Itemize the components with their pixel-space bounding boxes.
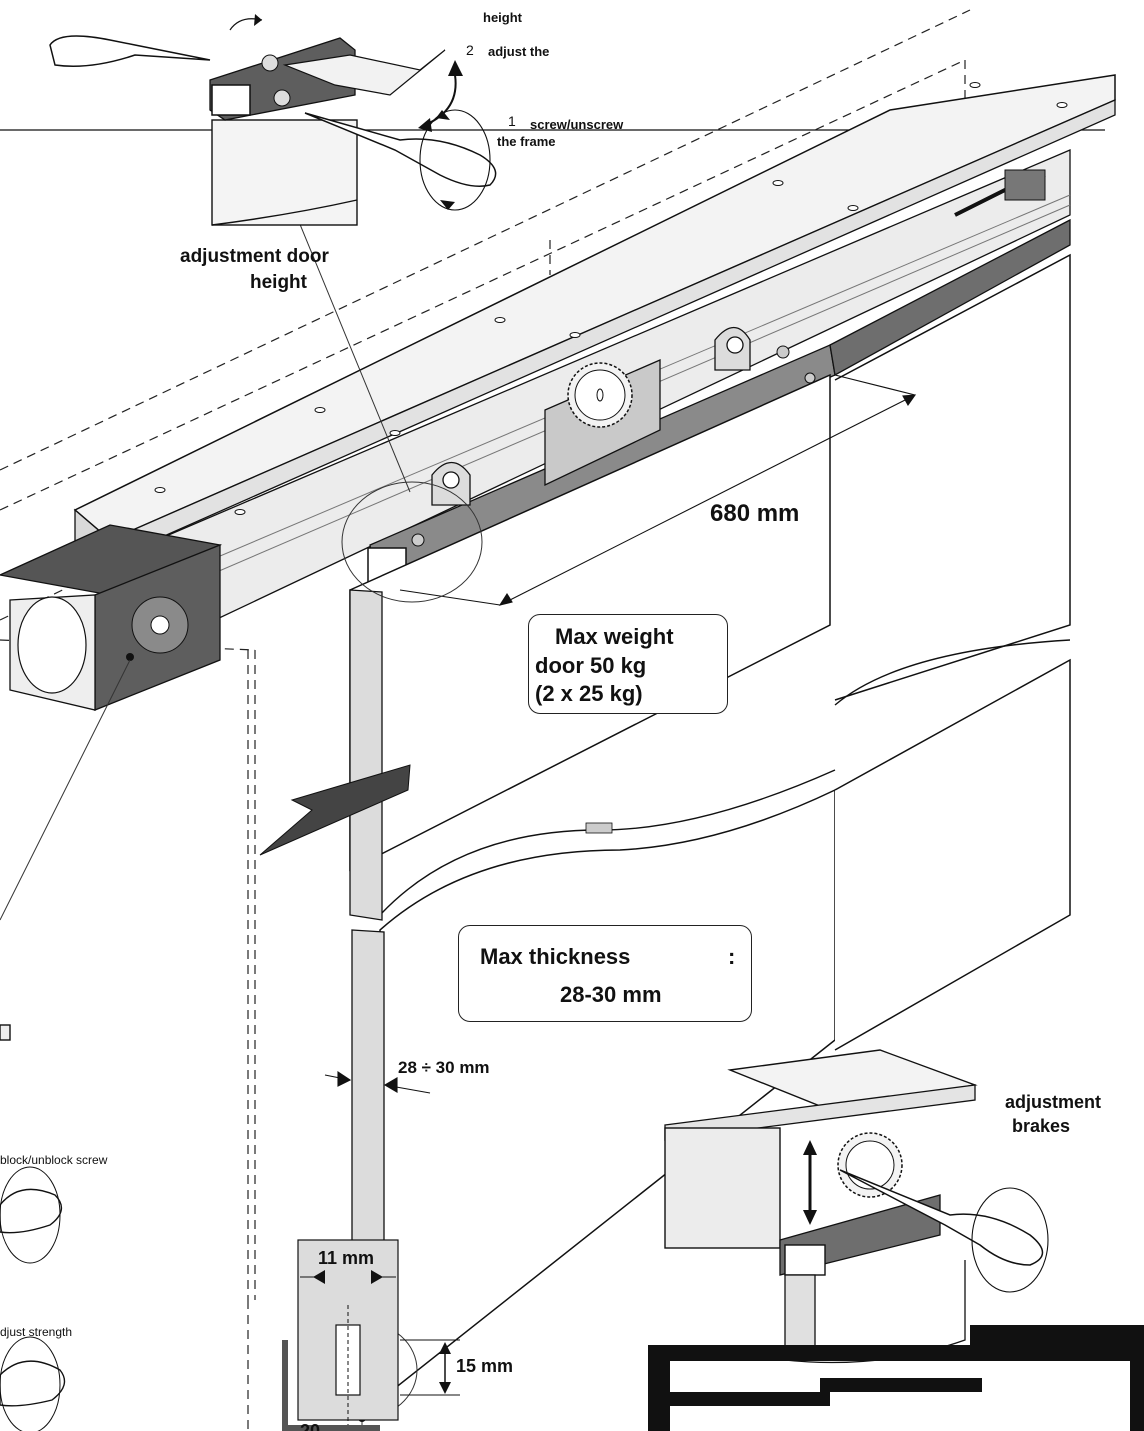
label-step2-number: 2 <box>466 42 474 58</box>
label-door-adjustment: adjustment door <box>180 246 329 267</box>
label-door-adjustment-height: height <box>250 272 307 293</box>
groove-section-detail <box>282 1239 460 1431</box>
top-right-brake-lever <box>954 169 1046 217</box>
dimension-680 <box>399 374 917 606</box>
label-dimension-15: 15 mm <box>456 1356 514 1376</box>
carriage-bar <box>367 218 1071 591</box>
brake-detail <box>664 1049 1049 1364</box>
label-thickness-colon: : <box>728 944 736 969</box>
label-brakes-line1: adjustment <box>1005 1092 1102 1112</box>
label-thickness-line2: 28-30 mm <box>560 982 662 1007</box>
label-step1-number: 1 <box>508 113 516 129</box>
brand-stripes <box>648 1325 1144 1431</box>
max-weight-box <box>528 614 728 714</box>
label-block-screw: block/unblock screw <box>0 1153 108 1167</box>
roller-wheels <box>431 326 751 506</box>
sliding-direction-arrow <box>259 764 411 856</box>
label-adjust-strength: djust strength <box>0 1325 73 1339</box>
brake-gear <box>544 359 661 487</box>
max-thickness-box <box>458 925 752 1022</box>
top-bracket-detail <box>49 14 497 226</box>
label-weight-line1: Max weight <box>555 624 674 649</box>
label-step1-text: screw/unscrew <box>530 117 624 132</box>
left-screwdrivers <box>0 1024 66 1431</box>
label-dimension-11: 11 mm <box>318 1248 375 1268</box>
label-weight-line2: door 50 kg <box>535 653 647 678</box>
label-weight-line3: (2 x 25 kg) <box>535 681 643 706</box>
label-step2-text: adjust the <box>488 44 550 59</box>
left-end-stop <box>0 524 223 711</box>
label-dimension-680: 680 mm <box>710 500 800 527</box>
label-step2-height: height <box>483 10 522 25</box>
label-brakes-line2: brakes <box>1012 1116 1071 1136</box>
label-dimension-28-30: 28 ÷ 30 mm <box>398 1058 490 1077</box>
dimension-28-30 <box>324 1070 431 1094</box>
label-thickness-line1: Max thickness <box>480 944 631 969</box>
label-step1-text2: the frame <box>497 134 556 149</box>
label-dimension-bottom: 20 <box>300 1421 321 1431</box>
